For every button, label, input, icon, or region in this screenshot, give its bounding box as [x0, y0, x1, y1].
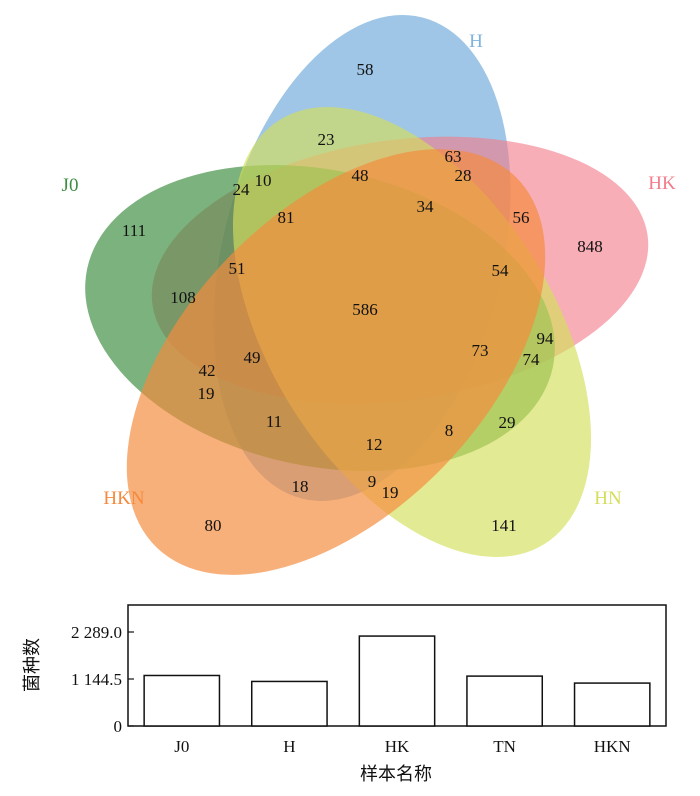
x-axis-label: 样本名称: [360, 764, 432, 785]
x-tick-label: HKN: [594, 737, 631, 756]
y-axis-ticks: 0 1 144.5 2 289.0: [71, 623, 134, 736]
bar-j0: [143, 674, 221, 727]
region-value: 12: [366, 435, 383, 454]
region-value: 848: [577, 237, 603, 256]
region-value: 48: [352, 166, 369, 185]
x-axis-ticks: J0 H HK TN HKN: [174, 737, 630, 756]
region-value: 73: [472, 341, 489, 360]
region-value: 11: [266, 412, 282, 431]
y-tick-label: 0: [114, 717, 123, 736]
bar-h: [250, 680, 328, 727]
venn-set-labels: J0 H HK HN HKN: [62, 31, 676, 509]
region-value: 9: [368, 472, 377, 491]
x-tick-label: HK: [385, 737, 410, 756]
region-value: 81: [278, 208, 295, 227]
set-label-hn: HN: [594, 488, 622, 509]
region-value: 51: [229, 259, 246, 278]
bar-tn: [466, 675, 544, 727]
bars: [143, 635, 651, 727]
region-value: 58: [357, 60, 374, 79]
region-value: 586: [352, 300, 378, 319]
y-tick-label: 1 144.5: [71, 670, 122, 689]
bar-chart: 0 1 144.5 2 289.0 J0 H HK TN HKN 菌种数 样本名称: [22, 604, 667, 785]
region-value: 108: [170, 288, 196, 307]
region-value: 29: [499, 413, 516, 432]
region-value: 19: [198, 384, 215, 403]
venn-ellipse-hkn: [126, 149, 546, 575]
set-label-j0: J0: [62, 175, 79, 196]
region-value: 42: [199, 361, 216, 380]
y-axis-label: 菌种数: [22, 638, 43, 692]
set-label-hkn: HKN: [103, 488, 144, 509]
region-value: 10: [255, 171, 272, 190]
region-value: 94: [537, 329, 555, 348]
region-value: 23: [318, 130, 335, 149]
region-value: 80: [205, 516, 222, 535]
y-tick-label: 2 289.0: [71, 623, 122, 642]
region-value: 54: [492, 261, 510, 280]
x-tick-label: TN: [493, 737, 516, 756]
region-value: 111: [122, 221, 146, 240]
region-value: 34: [417, 197, 435, 216]
region-value: 24: [233, 180, 251, 199]
bar-hkn: [573, 682, 651, 727]
region-value: 49: [244, 348, 261, 367]
region-value: 18: [292, 477, 309, 496]
region-value: 8: [445, 421, 454, 440]
bar-hk: [358, 635, 436, 727]
region-value: 74: [523, 350, 541, 369]
region-value: 141: [491, 516, 517, 535]
set-label-hk: HK: [648, 173, 676, 194]
x-tick-label: J0: [174, 737, 189, 756]
x-tick-label: H: [283, 737, 295, 756]
region-value: 19: [382, 483, 399, 502]
region-value: 28: [455, 166, 472, 185]
region-value: 63: [445, 147, 462, 166]
set-label-h: H: [469, 31, 483, 52]
region-value: 56: [513, 208, 530, 227]
